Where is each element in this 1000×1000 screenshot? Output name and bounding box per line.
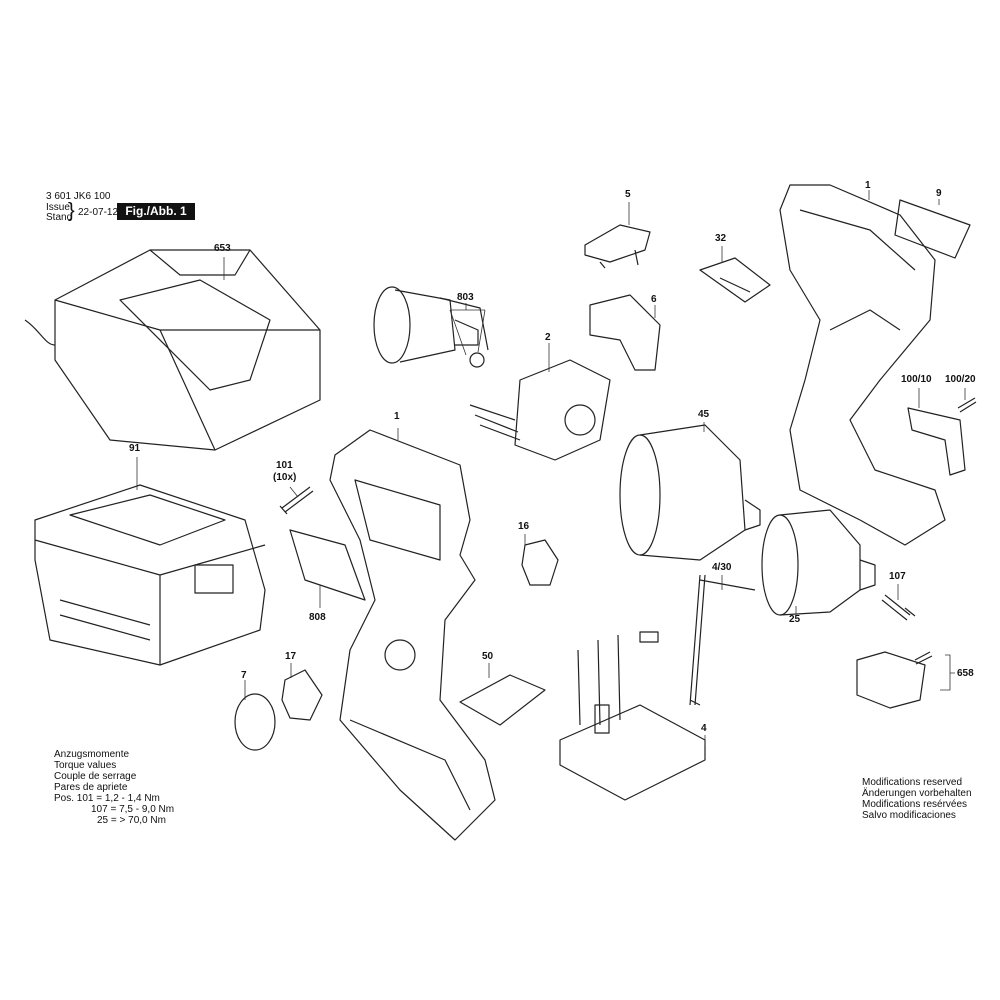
- torque-line: Anzugsmomente: [54, 749, 130, 760]
- modifications-line: Modifications resérvées: [862, 799, 968, 810]
- gearbox-drawing: [619, 424, 761, 561]
- part-label-17: 17: [285, 651, 297, 662]
- torque-line: Couple de serrage: [54, 771, 137, 782]
- housing-left-drawing: [329, 429, 496, 841]
- part-label-4-30: 4/30: [712, 562, 732, 573]
- brace-icon: }: [68, 200, 75, 222]
- modifications-line: Salvo modificaciones: [862, 810, 956, 821]
- torque-line: Pos. 101 = 1,2 - 1,4 Nm: [54, 793, 160, 804]
- part-50-drawing: [459, 674, 546, 726]
- torque-line: Pares de apriete: [54, 782, 128, 793]
- charger-drawing: [24, 249, 321, 451]
- part-label-25: 25: [789, 614, 801, 625]
- part-label-6: 6: [651, 294, 657, 305]
- torque-line: 25 = > 70,0 Nm: [97, 815, 166, 826]
- torque-line: Torque values: [54, 760, 117, 771]
- screw-658-drawing: [914, 651, 933, 665]
- part-32-drawing: [699, 257, 771, 303]
- part-label-7: 7: [241, 670, 247, 681]
- screw-101-drawing: [279, 486, 314, 515]
- part-label-100-10: 100/10: [901, 374, 932, 385]
- battery-drawing: [34, 484, 266, 666]
- part-label-50: 50: [482, 651, 494, 662]
- part-label-16: 16: [518, 521, 530, 532]
- part-label-107: 107: [889, 571, 906, 582]
- clip-drawing: [856, 651, 926, 709]
- torque-values: Anzugsmomente Torque values Couple de se…: [54, 749, 174, 826]
- part-label-1-right: 1: [865, 180, 871, 191]
- document-number: 3 601 JK6 100: [46, 191, 111, 202]
- part-label-101: 101: [276, 460, 293, 471]
- part-17-drawing: [281, 669, 323, 721]
- part-label-1-left: 1: [394, 411, 400, 422]
- part-7-drawing: [234, 693, 276, 751]
- part-label-9: 9: [936, 188, 942, 199]
- modifications-note: Modifications reserved Änderungen vorbeh…: [862, 777, 972, 821]
- figure-badge: Fig./Abb. 1: [117, 203, 195, 220]
- part-16-drawing: [521, 539, 559, 586]
- modifications-line: Modifications reserved: [862, 777, 963, 788]
- part-label-101-quantity: (10x): [273, 472, 297, 483]
- screw-107-drawing: [881, 594, 916, 621]
- cable-drawing: [689, 574, 756, 706]
- modifications-line: Änderungen vorbehalten: [862, 788, 972, 799]
- issue-label: Issue: [46, 202, 70, 213]
- armature-drawing: [373, 286, 489, 368]
- part-label-658: 658: [957, 668, 974, 679]
- label-9-drawing: [894, 199, 971, 259]
- switch-5-drawing: [584, 224, 651, 269]
- issue-date: 22-07-12: [78, 207, 119, 218]
- label-808-drawing: [289, 529, 366, 601]
- torque-line: 107 = 7,5 - 9,0 Nm: [91, 804, 175, 815]
- part-label-4: 4: [701, 723, 707, 734]
- electronics-drawing: [559, 631, 706, 801]
- part-label-2: 2: [545, 332, 551, 343]
- part-label-45: 45: [698, 409, 710, 420]
- part-label-803: 803: [457, 292, 474, 303]
- bracket-drawing: [907, 407, 966, 476]
- part-label-653: 653: [214, 243, 231, 254]
- part-label-32: 32: [715, 233, 727, 244]
- part-label-5: 5: [625, 189, 631, 200]
- housing-right-drawing: [779, 184, 946, 546]
- screw-100-20-drawing: [957, 397, 977, 413]
- trigger-drawing: [589, 294, 661, 371]
- stator-drawing: [469, 359, 611, 461]
- part-label-91: 91: [129, 443, 141, 454]
- stand-label: Stand: [46, 212, 73, 223]
- part-label-100-20: 100/20: [945, 374, 976, 385]
- chuck-drawing: [761, 509, 876, 616]
- part-label-808: 808: [309, 612, 326, 623]
